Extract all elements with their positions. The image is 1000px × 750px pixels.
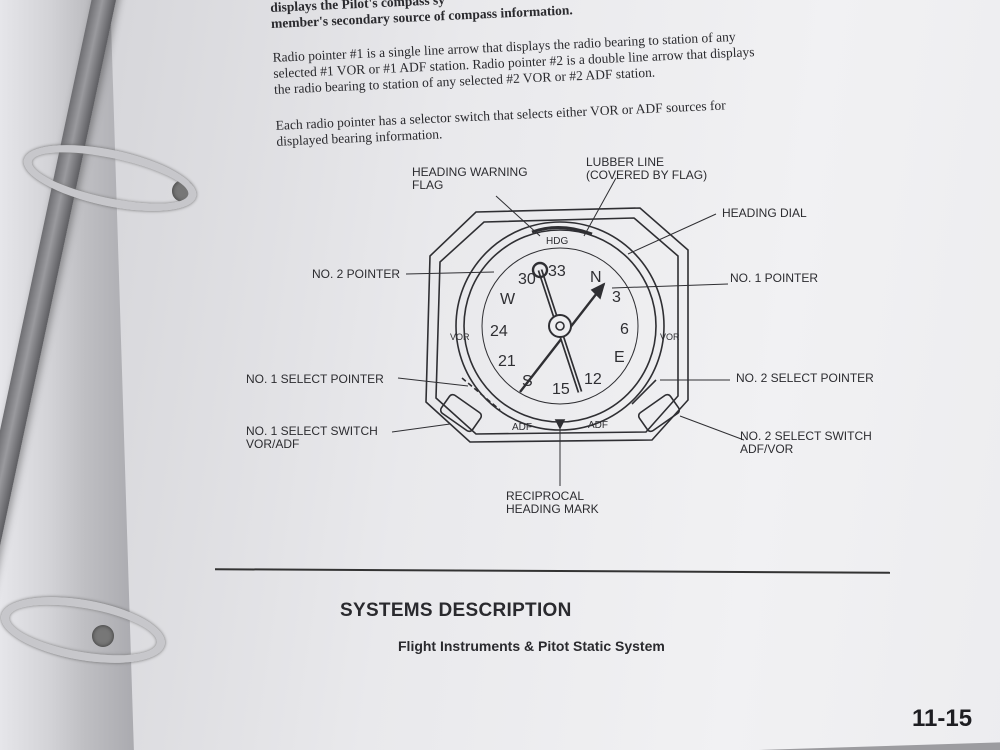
right-vor-text: VOR (660, 332, 680, 342)
punch-hole-top (172, 180, 194, 202)
label-lubber-line: LUBBER LINE (COVERED BY FLAG) (586, 156, 707, 182)
dial-mark-s: S (522, 373, 533, 390)
label-lubber-line-line-2: (COVERED BY FLAG) (586, 168, 708, 182)
no2-select-switch (637, 393, 681, 433)
label-no1-select-switch: NO. 1 SELECT SWITCH VOR/ADF (246, 425, 378, 451)
dial-mark-30: 30 (518, 271, 536, 288)
label-no2-select-pointer: NO. 2 SELECT POINTER (736, 371, 874, 385)
label-reciprocal-line-2: HEADING MARK (506, 502, 599, 516)
section-title: SYSTEMS DESCRIPTION (340, 600, 572, 621)
punch-hole-bottom (92, 625, 114, 647)
label-no1-select-pointer: NO. 1 SELECT POINTER (246, 372, 384, 386)
instrument-bezel (425, 207, 689, 443)
left-vor-text: VOR (450, 332, 470, 342)
label-no2-select-switch: NO. 2 SELECT SWITCH ADF/VOR (740, 430, 872, 456)
dial-mark-e: E (614, 349, 625, 366)
label-no2-select-switch-line-2: ADF/VOR (740, 442, 794, 456)
left-adf-text: ADF (512, 422, 532, 433)
reciprocal-heading-mark (554, 419, 566, 430)
dial-mark-6: 6 (620, 321, 629, 338)
no1-select-switch (439, 393, 483, 433)
page-number: 11-15 (912, 705, 973, 732)
no1-select-pointer (461, 377, 501, 411)
dial-mark-24: 24 (490, 323, 508, 340)
heading-flag (531, 226, 593, 236)
label-heading-dial: HEADING DIAL (722, 206, 807, 220)
dial-mark-15: 15 (552, 381, 570, 398)
dial-mark-3: 3 (612, 289, 621, 306)
dial-mark-21: 21 (498, 353, 516, 370)
center-hub (548, 314, 572, 338)
label-no1-pointer: NO. 1 POINTER (730, 271, 819, 285)
dial-mark-w: W (500, 291, 516, 308)
label-heading-warning-flag-line-1: HEADING WARNING (412, 165, 528, 179)
dial-mark-12: 12 (584, 371, 602, 388)
right-adf-text: ADF (588, 420, 608, 431)
label-lubber-line-line-1: LUBBER LINE (586, 155, 665, 169)
label-reciprocal-line-1: RECIPROCAL (506, 489, 585, 503)
label-no2-select-switch-line-1: NO. 2 SELECT SWITCH (740, 429, 872, 443)
dial-mark-33: 33 (548, 263, 566, 280)
label-no2-pointer: NO. 2 POINTER (312, 267, 401, 281)
label-heading-warning-flag-line-2: FLAG (412, 178, 444, 192)
label-no1-select-switch-line-1: NO. 1 SELECT SWITCH (246, 424, 378, 438)
dial-mark-n: N (590, 269, 602, 286)
label-reciprocal-heading-mark: RECIPROCAL HEADING MARK (506, 490, 599, 516)
flag-text: HDG (546, 236, 568, 247)
label-heading-warning-flag: HEADING WARNING FLAG (412, 166, 528, 192)
no2-select-pointer (631, 379, 657, 405)
label-no1-select-switch-line-2: VOR/ADF (246, 437, 300, 451)
section-subtitle: Flight Instruments & Pitot Static System (398, 638, 665, 654)
